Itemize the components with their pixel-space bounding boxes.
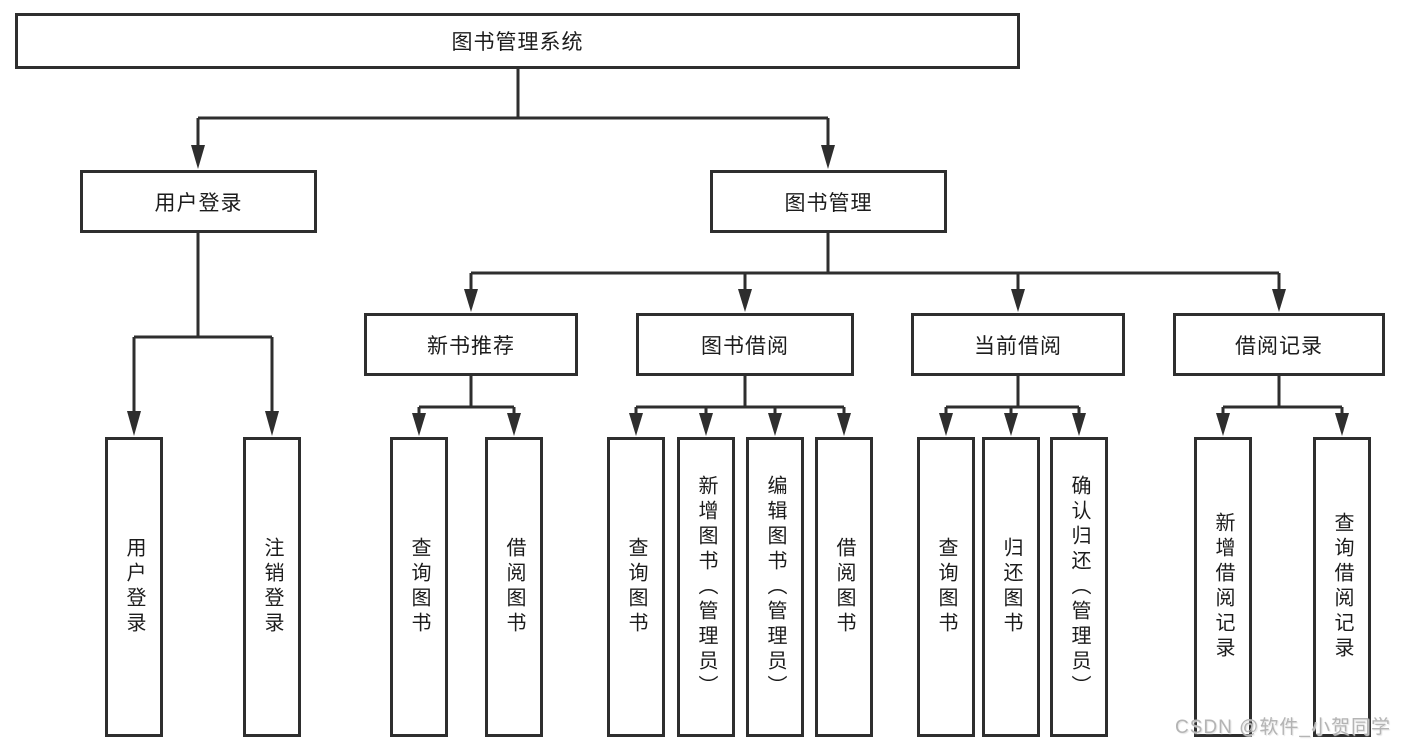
node-label: 确认归还（管理员） xyxy=(1068,474,1090,700)
node-label: 注销登录 xyxy=(261,537,283,637)
node-label: 借阅图书 xyxy=(833,537,855,637)
leaf-user-login: 用户登录 xyxy=(105,437,163,737)
leaf-add-borrow-record: 新增借阅记录 xyxy=(1194,437,1252,737)
node-book-management: 图书管理 xyxy=(710,170,947,233)
node-current-borrowing: 当前借阅 xyxy=(911,313,1125,376)
node-label: 新增借阅记录 xyxy=(1212,512,1234,662)
node-new-book-recommendation: 新书推荐 xyxy=(364,313,578,376)
leaf-borrow-book: 借阅图书 xyxy=(815,437,873,737)
arrowheads xyxy=(127,145,1349,436)
leaf-logout: 注销登录 xyxy=(243,437,301,737)
csdn-watermark: CSDN @软件_小贺同学 xyxy=(1175,717,1391,738)
node-user-login: 用户登录 xyxy=(80,170,317,233)
node-label: 图书借阅 xyxy=(701,334,789,358)
node-label: 用户登录 xyxy=(154,191,243,215)
node-root-library-system: 图书管理系统 xyxy=(15,13,1020,69)
node-label: 图书管理 xyxy=(784,191,873,215)
node-label: 新书推荐 xyxy=(427,334,515,358)
node-label: 查询借阅记录 xyxy=(1331,512,1353,662)
node-book-borrowing: 图书借阅 xyxy=(636,313,854,376)
node-label: 借阅图书 xyxy=(503,537,525,637)
leaf-recommend-query-book: 查询图书 xyxy=(390,437,448,737)
node-label: 借阅记录 xyxy=(1235,334,1323,358)
node-label: 查询图书 xyxy=(408,537,430,637)
leaf-add-book-admin: 新增图书（管理员） xyxy=(677,437,735,737)
leaf-borrow-query-book: 查询图书 xyxy=(607,437,665,737)
node-label: 新增图书（管理员） xyxy=(695,474,717,700)
node-label: 编辑图书（管理员） xyxy=(764,474,786,700)
leaf-return-book: 归还图书 xyxy=(982,437,1040,737)
node-label: 查询图书 xyxy=(625,537,647,637)
node-label: 归还图书 xyxy=(1000,537,1022,637)
node-label: 当前借阅 xyxy=(974,334,1062,358)
leaf-edit-book-admin: 编辑图书（管理员） xyxy=(746,437,804,737)
leaf-current-query-book: 查询图书 xyxy=(917,437,975,737)
leaf-recommend-borrow-book: 借阅图书 xyxy=(485,437,543,737)
leaf-query-borrow-record: 查询借阅记录 xyxy=(1313,437,1371,737)
node-borrowing-records: 借阅记录 xyxy=(1173,313,1385,376)
node-label: 图书管理系统 xyxy=(451,31,584,54)
leaf-confirm-return-admin: 确认归还（管理员） xyxy=(1050,437,1108,737)
node-label: 查询图书 xyxy=(935,537,957,637)
node-label: 用户登录 xyxy=(123,537,145,637)
